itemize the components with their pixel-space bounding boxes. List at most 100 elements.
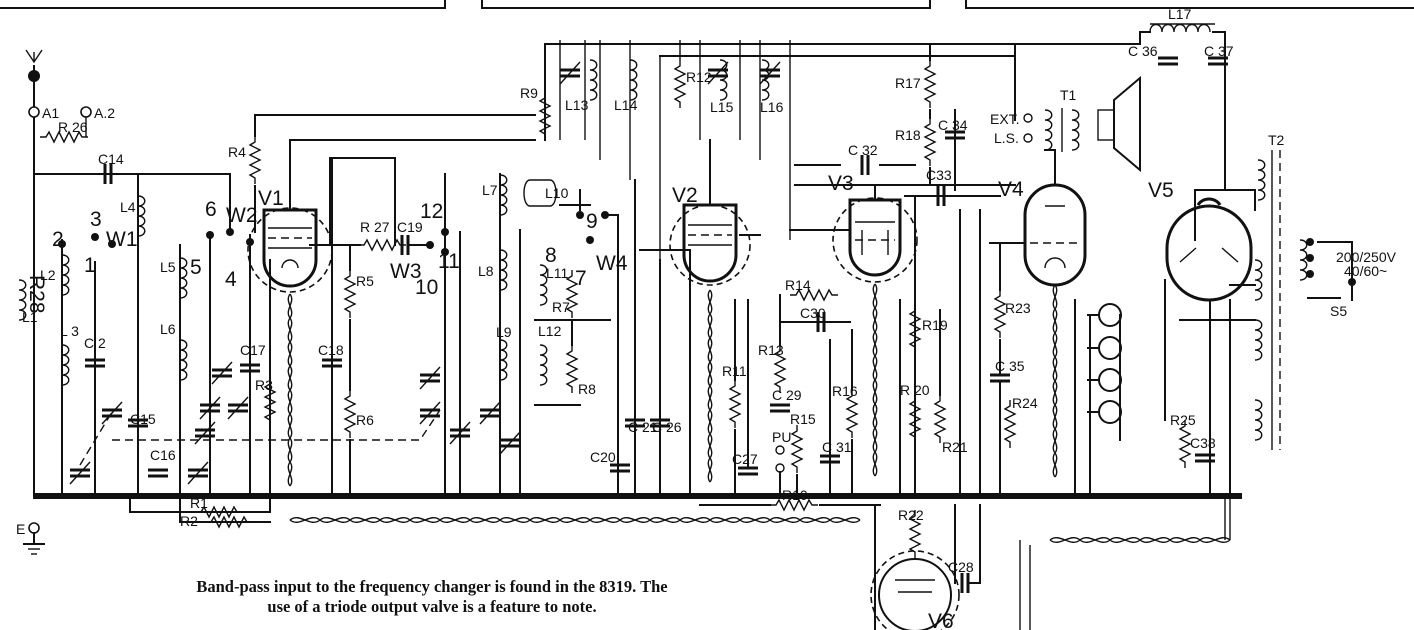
label-ext_ls_1: EXT. [990, 111, 1020, 127]
label-c27: C27 [732, 451, 758, 467]
label-r21: R21 [942, 439, 968, 455]
label-n12: 12 [420, 200, 443, 223]
af-load: R17 R18 C 34 C33 R19 R 20 R21 [895, 43, 1001, 499]
label-c32: C 32 [848, 142, 878, 158]
valve-v3: V3 C 32 [794, 142, 918, 477]
label-c2: C 2 [84, 335, 106, 351]
label-r24: R24 [1012, 395, 1038, 411]
label-r6: R6 [356, 412, 374, 428]
label-c37: C 37 [1204, 43, 1234, 59]
smoothing-choke: L17 C 36 C 37 [1128, 6, 1234, 191]
label-r10: R10 [782, 487, 808, 503]
figure-caption: Band-pass input to the frequency changer… [72, 577, 792, 617]
label-l9: L9 [496, 324, 512, 340]
label-r25: R25 [1170, 412, 1196, 428]
label-aerial1: A1 [42, 105, 59, 121]
label-r2: R2 [180, 513, 198, 529]
label-c20: C20 [590, 449, 616, 465]
w2-switch: 6 W2 5 4 C17 R3 R4 [186, 114, 536, 499]
label-w3: W3 [390, 260, 422, 283]
label-n5: 5 [190, 256, 202, 279]
label-r5: R5 [356, 273, 374, 289]
label-c35: C 35 [995, 358, 1025, 374]
label-r16: R16 [832, 383, 858, 399]
label-c17: C17 [240, 342, 266, 358]
earth-terminal: E [16, 521, 45, 555]
aerial-section: A1 A.2 R 26 C14 R28 L1 [18, 49, 231, 499]
r1-r2: R1 R2 [129, 495, 271, 529]
label-r12: R12 [686, 69, 712, 85]
label-r18: R18 [895, 127, 921, 143]
label-l3: L 3 [60, 323, 79, 339]
if-transformers: R9 L13 L14 R12 L15 L16 [520, 40, 791, 260]
label-l5: L5 [160, 259, 176, 275]
label-w4: W4 [596, 252, 628, 275]
band-pass-input: L2 L 3 2 1 3 W1 L4 C 2 C15 C16 L5 L6 [40, 173, 188, 499]
label-l12: L12 [538, 323, 562, 339]
label-n1: 1 [84, 254, 96, 277]
label-n6: 6 [205, 198, 217, 221]
label-r27: R 27 [360, 219, 390, 235]
label-pu: PU [772, 429, 791, 445]
label-l8: L8 [478, 263, 494, 279]
label-c18: C18 [318, 342, 344, 358]
label-n10: 10 [415, 276, 438, 299]
label-r15: R15 [790, 411, 816, 427]
label-r1: R1 [190, 495, 208, 511]
valve-v6: R22 V6 C28 [870, 504, 981, 630]
label-n11: 11 [438, 250, 460, 273]
header-box-left [0, 0, 446, 9]
label-l6: L6 [160, 321, 176, 337]
label-t1: T1 [1060, 87, 1077, 103]
label-r23: R23 [1005, 300, 1031, 316]
label-r26: R 26 [58, 119, 88, 135]
label-l17: L17 [1168, 6, 1192, 22]
r10: R10 [699, 487, 881, 511]
label-r13: R13 [758, 342, 784, 358]
dial-lamps [1074, 299, 1122, 499]
label-r22: R22 [898, 507, 924, 523]
label-v6: V6 [928, 610, 954, 630]
label-v4: V4 [998, 178, 1024, 201]
label-ext_ls_2: L.S. [994, 130, 1019, 146]
label-c26: C 26 [652, 419, 682, 435]
label-n8: 8 [545, 244, 557, 267]
header-box-middle [481, 0, 931, 9]
label-c34: C 34 [938, 117, 968, 133]
label-l16: L16 [760, 99, 784, 115]
label-c16: C16 [150, 447, 176, 463]
label-l1: L1 [22, 309, 38, 325]
label-r8: R8 [578, 381, 596, 397]
label-n7: 7 [575, 267, 587, 290]
label-l7: L7 [482, 182, 498, 198]
label-c21: C 21 [628, 419, 658, 435]
label-r4: R4 [228, 144, 246, 160]
label-c38: C38 [1190, 435, 1216, 451]
header-box-right [965, 0, 1414, 9]
caption-line-2: use of a triode output valve is a featur… [267, 597, 597, 616]
label-c36: C 36 [1128, 43, 1158, 59]
label-c29: C 29 [772, 387, 802, 403]
speaker-icon [1113, 75, 1141, 173]
label-c14: C14 [98, 151, 124, 167]
label-v2: V2 [672, 184, 698, 207]
label-v3: V3 [828, 172, 854, 195]
label-n4: 4 [225, 268, 237, 291]
label-mains_2: 40/60~ [1344, 263, 1387, 279]
label-l11: L11 [546, 265, 569, 281]
label-r17: R17 [895, 75, 921, 91]
label-r14: R14 [785, 277, 811, 293]
label-c15: C15 [130, 411, 156, 427]
aerial-icon [25, 49, 43, 64]
label-c31: C 31 [822, 439, 852, 455]
label-l14: L14 [614, 97, 638, 113]
label-r3: R3 [255, 377, 273, 393]
heater-wiring [289, 498, 1231, 630]
if-section-1: R 27 C19 W3 12 11 10 R5 R6 C18 L7 L8 L9 … [317, 157, 628, 499]
label-n3: 3 [90, 208, 102, 231]
valve-v5: V5 T2 R25 C38 [1148, 132, 1285, 499]
valve-v2: V2 C 21 C 26 C20 R11 C27 [590, 139, 761, 499]
detector-section: R14 C30 R13 C 29 R15 PU C 31 R16 [758, 229, 858, 499]
label-r9: R9 [520, 85, 538, 101]
label-r7: R7 [552, 299, 570, 315]
